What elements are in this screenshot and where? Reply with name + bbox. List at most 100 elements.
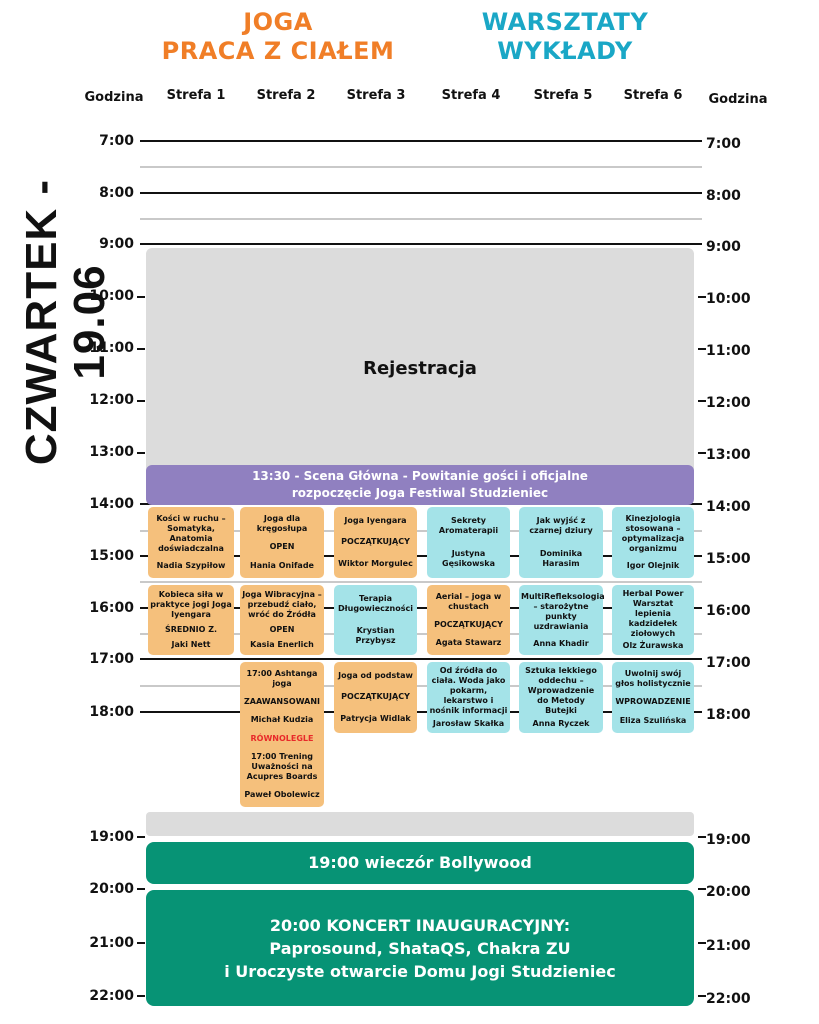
time-right-0700: 7:00: [706, 136, 741, 152]
concert-block: 20:00 KONCERT INAUGURACYJNY: Paprosound,…: [146, 890, 694, 1006]
session-zone4-3[interactable]: Od źródła do ciała. Woda jako pokarm, le…: [427, 662, 510, 733]
header-zone-2: Strefa 2: [256, 88, 316, 103]
concert-line3: i Uroczyste otwarcie Domu Jogi Studzieni…: [224, 961, 616, 981]
gridline-0730: [140, 166, 702, 168]
session-zone6-2[interactable]: Herbal Power Warsztat lepienia kadzidełe…: [612, 585, 694, 655]
session-title: Joga od podstaw: [338, 670, 413, 680]
category-yoga: JOGA PRACA Z CIAŁEM: [148, 8, 408, 66]
session-level: POCZĄTKUJĄCY: [341, 692, 410, 702]
time-right-1700: 17:00: [706, 655, 751, 671]
session-level: ZAAWANSOWANI: [243, 697, 321, 707]
header-zone-6: Strefa 6: [623, 88, 683, 103]
gridline-1700: [140, 658, 702, 660]
time-left-2100: 21:00: [89, 935, 134, 951]
session-title: Sztuka lekkiego oddechu – Wprowadzenie d…: [525, 666, 597, 716]
session-host: Agata Stawarz: [435, 638, 502, 647]
session-level: OPEN: [269, 542, 295, 552]
session-title: Uwolnij swój głos holistycznie: [615, 669, 691, 689]
session-title: 17:00 Ashtanga joga: [246, 669, 318, 689]
gridline-0900: [140, 243, 702, 245]
time-right-1000: 10:00: [706, 291, 751, 307]
tick-left-2200: [137, 995, 145, 997]
header-zone-1: Strefa 1: [166, 88, 226, 103]
time-right-2100: 21:00: [706, 938, 751, 954]
tick-right-1200: [698, 400, 706, 402]
time-left-1100: 11:00: [89, 340, 134, 356]
gridline-0800: [140, 192, 702, 194]
session-zone1-1[interactable]: Kości w ruchu – Somatyka, Anatomia doświ…: [148, 507, 234, 578]
bollywood-block: 19:00 wieczór Bollywood: [146, 842, 694, 884]
tick-left-2000: [137, 888, 145, 890]
time-right-1600: 16:00: [706, 603, 751, 619]
session-zone3-3[interactable]: Joga od podstaw POCZĄTKUJĄCY Patrycja Wi…: [334, 662, 417, 733]
session-host: Eliza Szulińska: [619, 715, 687, 725]
session-title: Herbal Power Warsztat lepienia kadzidełe…: [622, 589, 684, 638]
session-host: Anna Ryczek: [532, 718, 590, 728]
session-zone2-3[interactable]: 17:00 Ashtanga joga ZAAWANSOWANI Michał …: [240, 662, 324, 807]
session-level: POCZĄTKUJĄCY: [341, 537, 410, 547]
time-right-2000: 20:00: [706, 884, 751, 900]
session-zone1-2[interactable]: Kobieca siła w praktyce jogi Joga Iyenga…: [148, 585, 234, 655]
time-right-0900: 9:00: [706, 239, 741, 255]
welcome-line1: 13:30 - Scena Główna - Powitanie gości i…: [252, 469, 588, 483]
session-host: Wiktor Morgulec: [338, 559, 413, 569]
welcome-block: 13:30 - Scena Główna - Powitanie gości i…: [146, 465, 694, 505]
session-title: Joga dla kręgosłupa: [256, 514, 308, 534]
session-title: Joga Iyengara: [344, 515, 407, 525]
gridline-1600: [140, 607, 702, 609]
session-host-parallel: Paweł Obolewicz: [244, 789, 320, 799]
header-zone-4: Strefa 4: [441, 88, 501, 103]
time-right-0800: 8:00: [706, 188, 741, 204]
concert-line1: 20:00 KONCERT INAUGURACYJNY:: [269, 915, 571, 935]
time-left-1700: 17:00: [89, 651, 134, 667]
tick-right-1300: [698, 452, 706, 454]
time-right-1200: 12:00: [706, 395, 751, 411]
session-zone3-2[interactable]: Terapia Długowieczności Krystian Przybys…: [334, 585, 417, 655]
time-left-1400: 14:00: [89, 496, 134, 512]
session-zone3-1[interactable]: Joga Iyengara POCZĄTKUJĄCY Wiktor Morgul…: [334, 507, 417, 578]
session-zone5-3[interactable]: Sztuka lekkiego oddechu – Wprowadzenie d…: [519, 662, 603, 733]
tick-right-1900: [698, 836, 706, 838]
gridline-1630: [140, 633, 702, 635]
time-right-1400: 14:00: [706, 499, 751, 515]
session-level: POCZĄTKUJĄCY: [434, 620, 503, 629]
session-title: Kinezjologia stosowana – optymalizacja o…: [621, 513, 685, 553]
session-host: Olz Żurawska: [622, 641, 684, 650]
session-host: Krystian Przybysz: [355, 626, 396, 645]
header-godzina-left: Godzina: [84, 90, 144, 105]
tick-left-1300: [137, 452, 145, 454]
category-yoga-line1: JOGA: [243, 8, 313, 36]
time-left-0900: 9:00: [99, 236, 134, 252]
gridline-1730: [140, 685, 702, 687]
time-right-1500: 15:00: [706, 551, 751, 567]
session-zone4-2[interactable]: Aerial – joga w chustach POCZĄTKUJĄCY Ag…: [427, 585, 510, 655]
session-zone4-1[interactable]: Sekrety Aromaterapii Justyna Gęsikowska: [427, 507, 510, 578]
day-title: CZWARTEK - 19.06: [17, 178, 114, 466]
session-zone5-2[interactable]: MultiRefleksologia – starożytne punkty u…: [519, 585, 605, 655]
session-title: Aerial – joga w chustach: [435, 592, 502, 611]
session-title: Jak wyjść z czarnej dziury: [529, 516, 593, 536]
session-zone2-1[interactable]: Joga dla kręgosłupa OPEN Hania Onifade: [240, 507, 324, 578]
concert-line2: Paprosound, ShataQS, Chakra ZU: [269, 938, 571, 958]
session-zone6-3[interactable]: Uwolnij swój głos holistycznie WPROWADZE…: [612, 662, 694, 733]
tick-right-2100: [698, 942, 706, 944]
time-left-0700: 7:00: [99, 133, 134, 149]
evening-spacer-block: [146, 812, 694, 836]
session-host: Jaki Nett: [171, 639, 211, 649]
session-title: Kobieca siła w praktyce jogi Joga Iyenga…: [150, 590, 232, 620]
gridline-0830: [140, 218, 702, 220]
session-zone6-1[interactable]: Kinezjologia stosowana – optymalizacja o…: [612, 507, 694, 578]
welcome-line2: rozpoczęcie Joga Festiwal Studzieniec: [291, 486, 549, 500]
session-zone5-1[interactable]: Jak wyjść z czarnej dziury Dominika Hara…: [519, 507, 603, 578]
time-left-1800: 18:00: [89, 704, 134, 720]
session-zone2-2[interactable]: Joga Wibracyjna – przebudź ciało, wróć d…: [240, 585, 324, 655]
gridline-1500: [140, 555, 702, 557]
time-left-2200: 22:00: [89, 988, 134, 1004]
tick-left-2100: [137, 942, 145, 944]
time-right-1300: 13:00: [706, 447, 751, 463]
tick-left-1100: [137, 348, 145, 350]
header-zone-3: Strefa 3: [346, 88, 406, 103]
time-left-1900: 19:00: [89, 829, 134, 845]
time-right-1900: 19:00: [706, 832, 751, 848]
session-title: Od źródła do ciała. Woda jako pokarm, le…: [429, 666, 508, 716]
